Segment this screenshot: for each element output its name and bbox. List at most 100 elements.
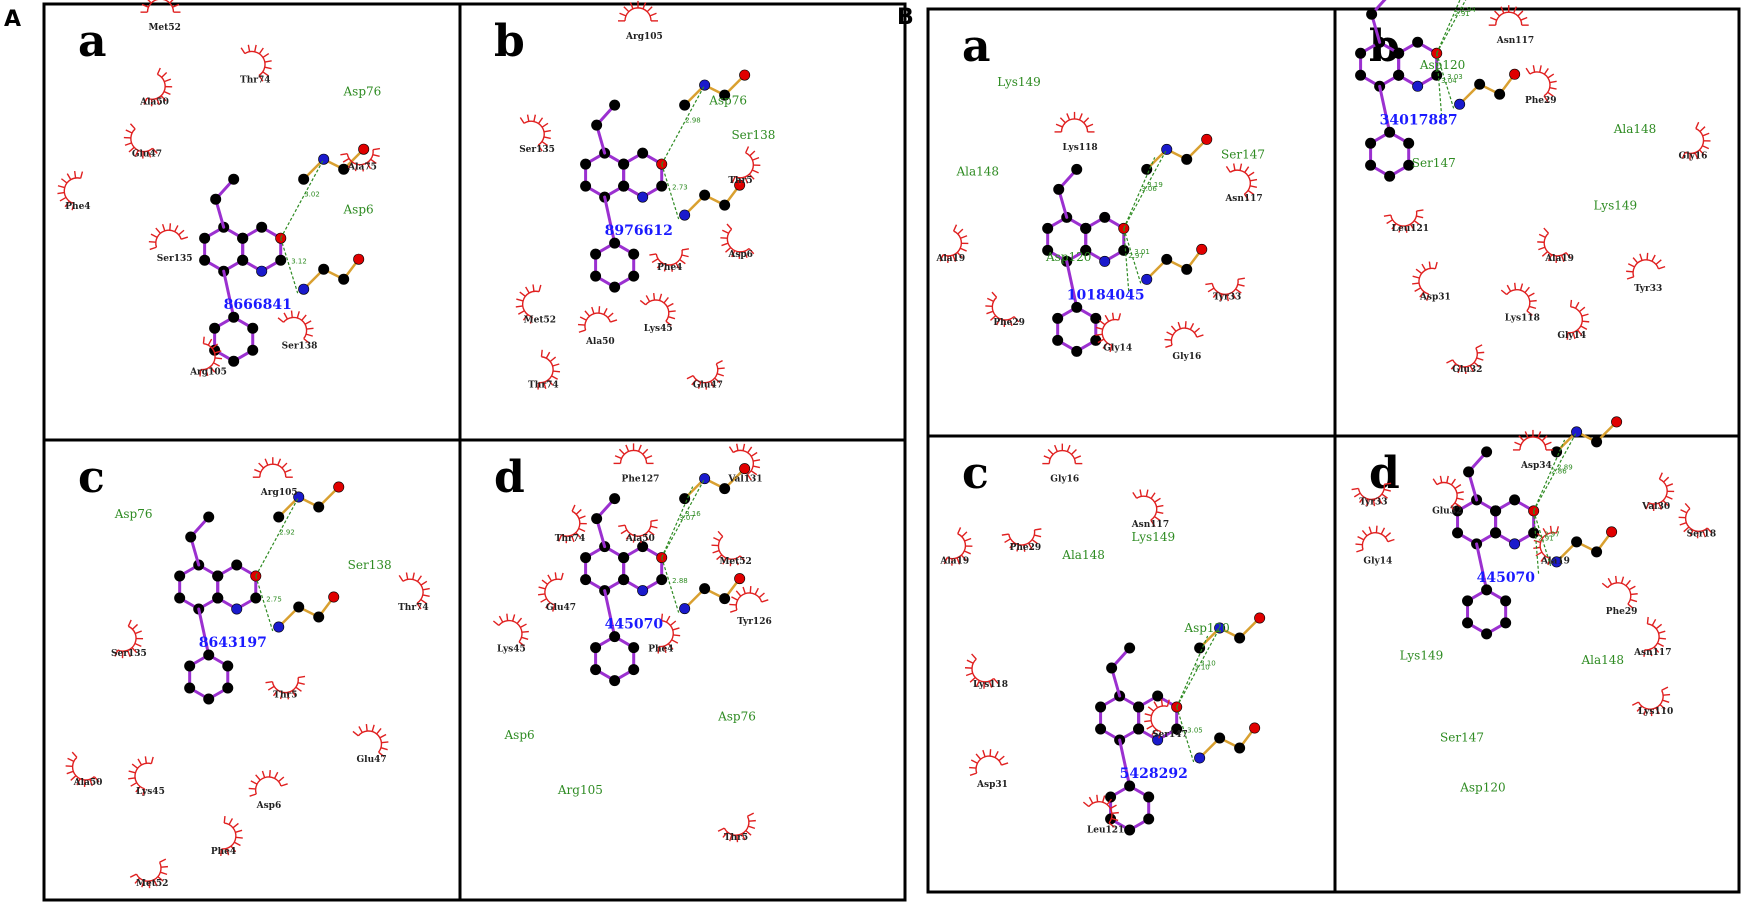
atom-C [580,180,592,192]
hydrophobic-contact-icon [252,457,293,478]
hydrophobic-contact-icon [352,724,389,758]
atom-C [228,311,240,323]
hbond-residue-label: Ala148 [1061,548,1105,562]
hydrophobic-residue-label: Met52 [148,23,180,33]
hydrophobic-residue-label: Glu47 [132,150,162,160]
atom-C [203,511,215,523]
atom-C [618,552,630,564]
atom-C [1052,334,1064,346]
atom-N [273,621,285,633]
hydrophobic-contact-icon [199,336,223,377]
bond [1065,259,1079,309]
atom-C [1095,701,1107,713]
bond [197,607,211,657]
compound-id-label: 445070 [1477,570,1536,586]
hbond-distance: 3.06 [1141,185,1157,193]
hbond-residue-label: Asp76 [708,93,747,107]
section-a-frame [42,2,907,902]
atom-O [739,463,751,475]
atom-N [1214,622,1226,634]
hydrophobic-residue-label: Lys45 [136,787,165,797]
panel-letter: a [78,16,107,67]
atom-C [222,682,234,694]
hydrophobic-residue-label: Ala50 [73,778,103,788]
hydrophobic-contact-icon [711,530,746,567]
hydrophobic-contact-icon [577,306,618,333]
hydrophobic-contact-icon [57,170,84,211]
hydrophobic-residue-label: Leu121 [1392,224,1429,234]
hydrophobic-residue-label: Phe4 [657,263,682,273]
atom-C [618,158,630,170]
atom-C [174,570,186,582]
hydrophobic-contact-icon [492,613,529,647]
atom-C [1403,159,1415,171]
hydrophobic-contact-icon [558,504,587,544]
atom-C [591,513,603,525]
hydrophobic-contact-icon [129,858,168,889]
atom-C [1365,137,1377,149]
atom-C [313,501,325,513]
atom-C [628,642,640,654]
atom-N [231,603,243,615]
hbond-residue-label: Asp76 [343,85,382,99]
atom-N [1099,255,1111,267]
hbond-distance: 2.88 [672,577,688,585]
atom-C [699,583,711,595]
atom-C [719,593,731,605]
atom-C [609,493,621,505]
atom-C [1481,584,1493,596]
hydrophobic-contact-icon [1533,525,1560,566]
hydrophobic-residue-label: Ser135 [157,254,193,264]
atom-N [293,491,305,503]
hydrophobic-contact-icon [1095,312,1122,353]
hbond-residue-label: Ser147 [1221,147,1265,161]
atom-C [237,232,249,244]
atom-C [719,199,731,211]
hydrophobic-residue-label: Lys110 [1638,707,1673,717]
hydrophobic-contact-icon [128,756,154,796]
hydrophobic-residue-label: Asn117 [1224,194,1262,204]
atom-C [628,248,640,260]
atom-C [1500,617,1512,629]
atom-C [590,248,602,260]
hydrophobic-contact-icon [1001,528,1042,552]
panel-b-b: bAsn117Phe29Gly16Leu121Ala19Asp31Tyr33Ly… [1355,0,1711,375]
hydrophobic-residue-label: Tyr126 [737,617,771,627]
hydrophobic-contact-icon [731,146,761,185]
atom-C [1355,69,1367,81]
atom-C [185,531,197,543]
atom-N [1161,143,1173,155]
hbond-distance: 3.16 [685,510,701,518]
atom-C [580,552,592,564]
atom-C [1403,137,1415,149]
atom-C [1053,183,1065,195]
bond [222,269,236,319]
atom-C [1571,536,1583,548]
hbond-line [1533,510,1552,567]
hbond-line [1176,635,1209,708]
hydrophobic-residue-label: Ala19 [935,254,965,264]
atom-N [637,191,649,203]
hydrophobic-contact-icon [1412,261,1438,301]
atom-C [1234,632,1246,644]
hydrophobic-residue-label: Phe29 [1525,96,1557,106]
hbond-residue-label: Ser147 [1412,156,1456,170]
atom-C [1509,494,1521,506]
hydrophobic-contact-icon [148,223,189,251]
hydrophobic-residue-label: Thr5 [724,833,748,843]
hbond-distance: 3.01 [1134,248,1150,256]
atom-C [199,232,211,244]
atom-C [199,254,211,266]
atom-N [1454,98,1466,110]
atom-C [1099,211,1111,223]
hydrophobic-contact-icon [618,0,658,22]
hbond-distance: 2.73 [672,184,688,192]
atom-C [1080,222,1092,234]
hydrophobic-contact-icon [1500,282,1537,316]
hydrophobic-residue-label: Arg105 [260,488,298,498]
hydrophobic-residue-label: Ala50 [625,534,655,544]
